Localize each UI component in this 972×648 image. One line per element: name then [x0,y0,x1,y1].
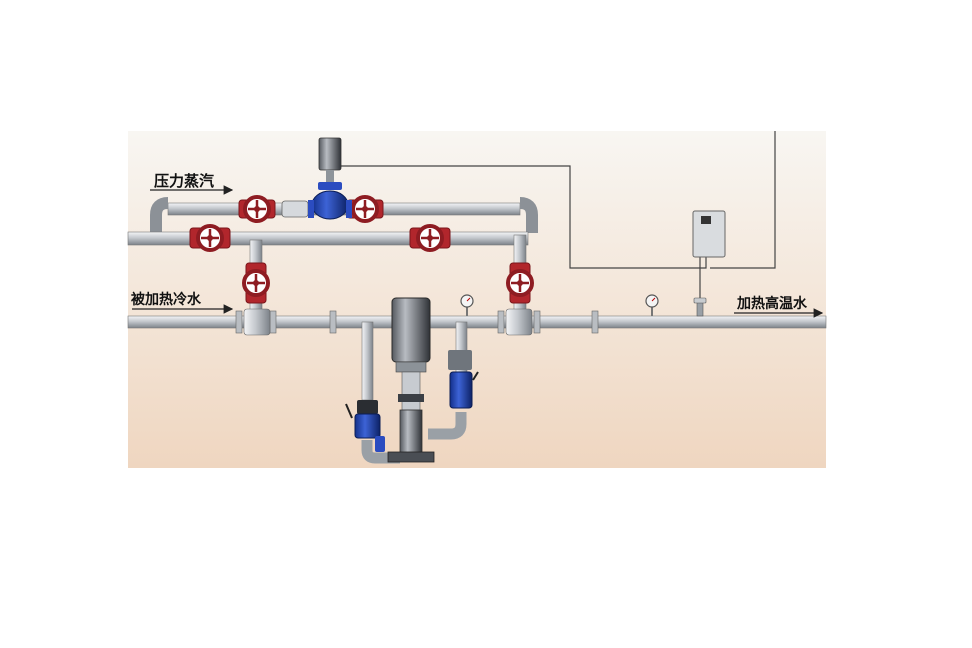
vertical-pump-icon[interactable] [387,297,435,463]
control-cabinet-icon[interactable] [692,210,726,258]
injection-valve-right[interactable] [506,262,534,304]
control-valve[interactable] [308,137,352,220]
pump-suction-valve[interactable] [345,400,385,452]
steam-main-valve-left[interactable] [189,224,231,252]
injection-valve-left[interactable] [242,262,270,304]
pressure-gauge-icon [645,294,659,316]
temperature-sensor-icon [693,297,707,317]
steam-main-valve-right[interactable] [409,224,451,252]
steam-strainer [281,200,309,218]
steam-main-pipe [127,231,529,246]
right-mixer [505,308,533,336]
steam-upper-valve-left[interactable] [238,195,276,223]
signal-wires [340,131,776,300]
diagram-background [128,131,826,468]
pump-discharge-valve[interactable] [448,350,479,409]
cold-water-inlet-label: 被加热冷水 [131,291,202,308]
water-pipe-flanges [235,310,599,334]
steam-inlet-label: 压力蒸汽 [154,172,214,190]
steam-upper-valve-right[interactable] [346,195,384,223]
water-main-pipe [127,315,827,329]
hot-water-outlet-label: 加热高温水 [736,295,808,312]
flow-arrows [132,185,824,318]
pressure-gauge-icon [460,294,474,316]
left-mixer [243,308,271,336]
